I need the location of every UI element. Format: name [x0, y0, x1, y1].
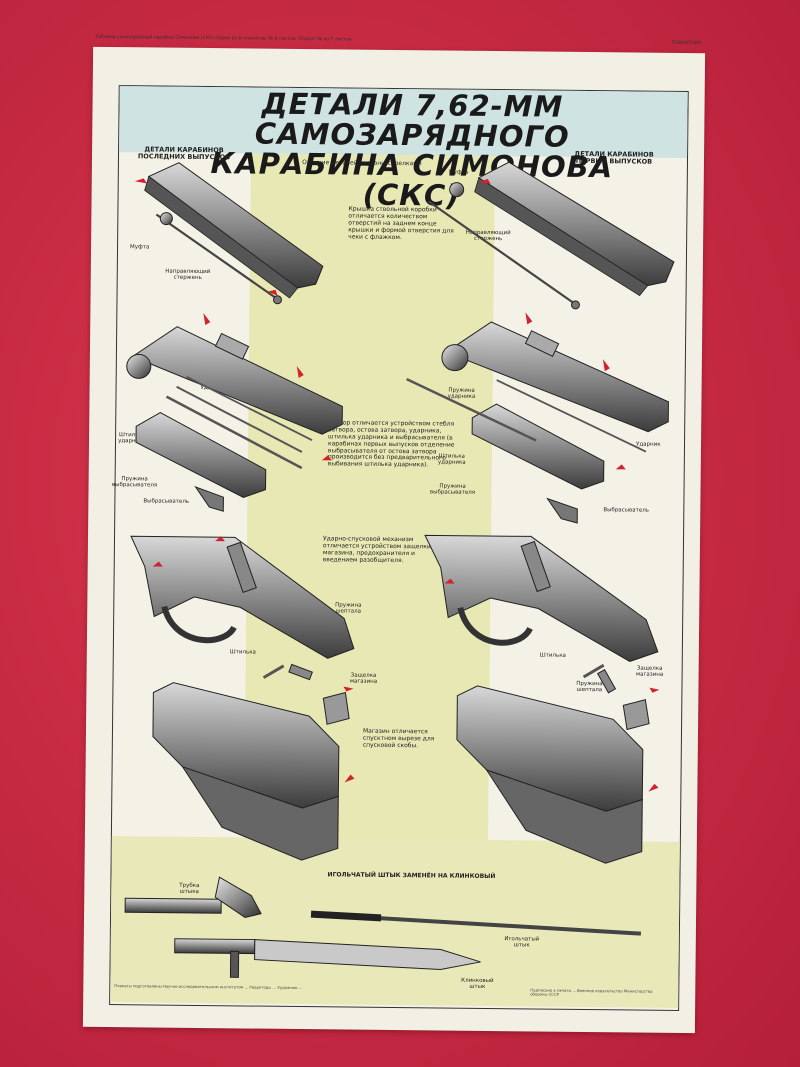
poster-frame: ДЕТАЛИ 7,62-ММ САМОЗАРЯДНОГО КАРАБИНА СИ…: [109, 85, 689, 1012]
receiver-cover-left: [144, 162, 324, 299]
bolt-left: [135, 376, 313, 512]
arrow-icon: [296, 365, 304, 378]
arrow-icon: [343, 686, 354, 692]
arrow-icon: [267, 289, 278, 296]
trigger-group-left: [130, 535, 355, 659]
small-parts-trigger: [262, 663, 650, 731]
poster-sheet: Таблица самозарядный карабин Симонова (С…: [82, 35, 706, 1034]
arrow-icon: [344, 774, 355, 783]
arrow-icon: [321, 455, 332, 461]
arrow-icon: [152, 561, 163, 567]
magazine-left: [152, 682, 340, 861]
arrow-icon: [649, 687, 660, 693]
arrow-icon: [525, 312, 533, 325]
footer-imprint: Подписано к печати ... Военное издательс…: [530, 987, 653, 998]
arrow-icon: [648, 783, 659, 792]
magazine-right: [456, 685, 644, 864]
guide-rod-right: [427, 182, 580, 310]
blade-bayonet: [174, 938, 481, 978]
difference-arrows: [134, 178, 660, 792]
bolt-right: [406, 377, 647, 524]
arrow-icon: [444, 578, 455, 584]
arrow-icon: [134, 178, 147, 184]
poster-header-note: Таблица самозарядный карабин Симонова (С…: [95, 34, 352, 43]
arrow-icon: [615, 464, 626, 470]
guide-rod-left: [155, 212, 283, 305]
arrow-icon: [203, 312, 211, 326]
poster-corner-tag: ПЛАКАТНИК: [671, 40, 702, 47]
parts-illustrations: [124, 161, 675, 978]
arrow-icon: [602, 359, 610, 372]
bolt-carrier-right: [441, 321, 669, 433]
arrow-icon: [214, 536, 225, 542]
trigger-group-right: [424, 534, 659, 663]
bayonet-tube: [124, 876, 262, 918]
bolt-carrier-left: [126, 326, 343, 435]
needle-bayonet: [310, 910, 642, 936]
arrow-icon: [478, 178, 491, 184]
receiver-cover-right: [474, 161, 675, 297]
